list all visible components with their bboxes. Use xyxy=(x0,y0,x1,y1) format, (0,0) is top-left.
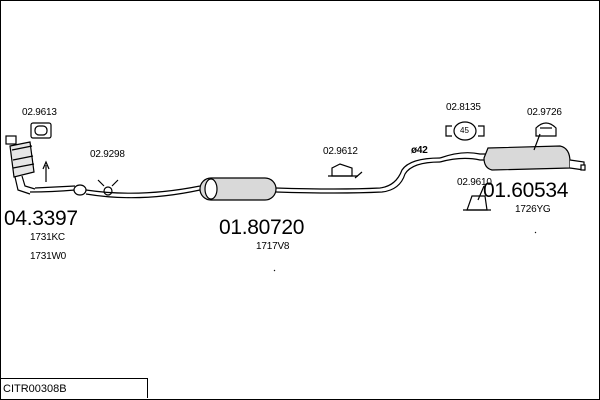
catalog-code: CITR00308B xyxy=(0,378,148,398)
part-label-ring-rear: 02.8135 xyxy=(446,102,481,113)
group-sub-middle-1: 1717V8 xyxy=(256,241,290,252)
group-sub-front-2: 1731W0 xyxy=(30,251,67,262)
front-flange xyxy=(73,184,87,196)
group-number-middle: 01.80720 xyxy=(219,216,305,239)
part-label-hanger-rear-bottom: 02.9610 xyxy=(457,177,492,188)
dot-mark xyxy=(534,231,537,234)
group-number-rear: 01.60534 xyxy=(483,179,569,202)
rear-inlet-pipe xyxy=(439,152,490,159)
group-number-front: 04.3397 xyxy=(4,207,78,230)
group-sub-front-1: 1731KC xyxy=(30,232,65,243)
clamp-front-shape xyxy=(103,186,113,196)
ring-number-label: 45 xyxy=(460,126,469,135)
pipe-diameter-label: ø42 xyxy=(411,145,428,156)
hanger-middle-shape xyxy=(328,163,358,177)
part-label-gasket-front: 02.9613 xyxy=(22,107,57,118)
ring-rear-shape xyxy=(445,121,485,141)
part-label-hanger-rear-top: 02.9726 xyxy=(527,107,562,118)
middle-silencer xyxy=(199,177,277,201)
dot-mark xyxy=(273,269,276,272)
part-label-clamp-front: 02.9298 xyxy=(90,149,125,160)
sensor-arrow xyxy=(42,160,50,182)
rear-silencer xyxy=(483,145,586,171)
hanger-rear-bottom-shape xyxy=(463,195,491,211)
group-sub-rear-1: 1726YG xyxy=(515,204,551,215)
front-pipe xyxy=(29,189,76,193)
connecting-pipe xyxy=(275,157,441,190)
catalytic-converter xyxy=(5,135,36,195)
part-label-hanger-middle: 02.9612 xyxy=(323,146,358,157)
hanger-rear-top-shape xyxy=(535,122,557,137)
intermediate-pipe xyxy=(85,185,201,194)
